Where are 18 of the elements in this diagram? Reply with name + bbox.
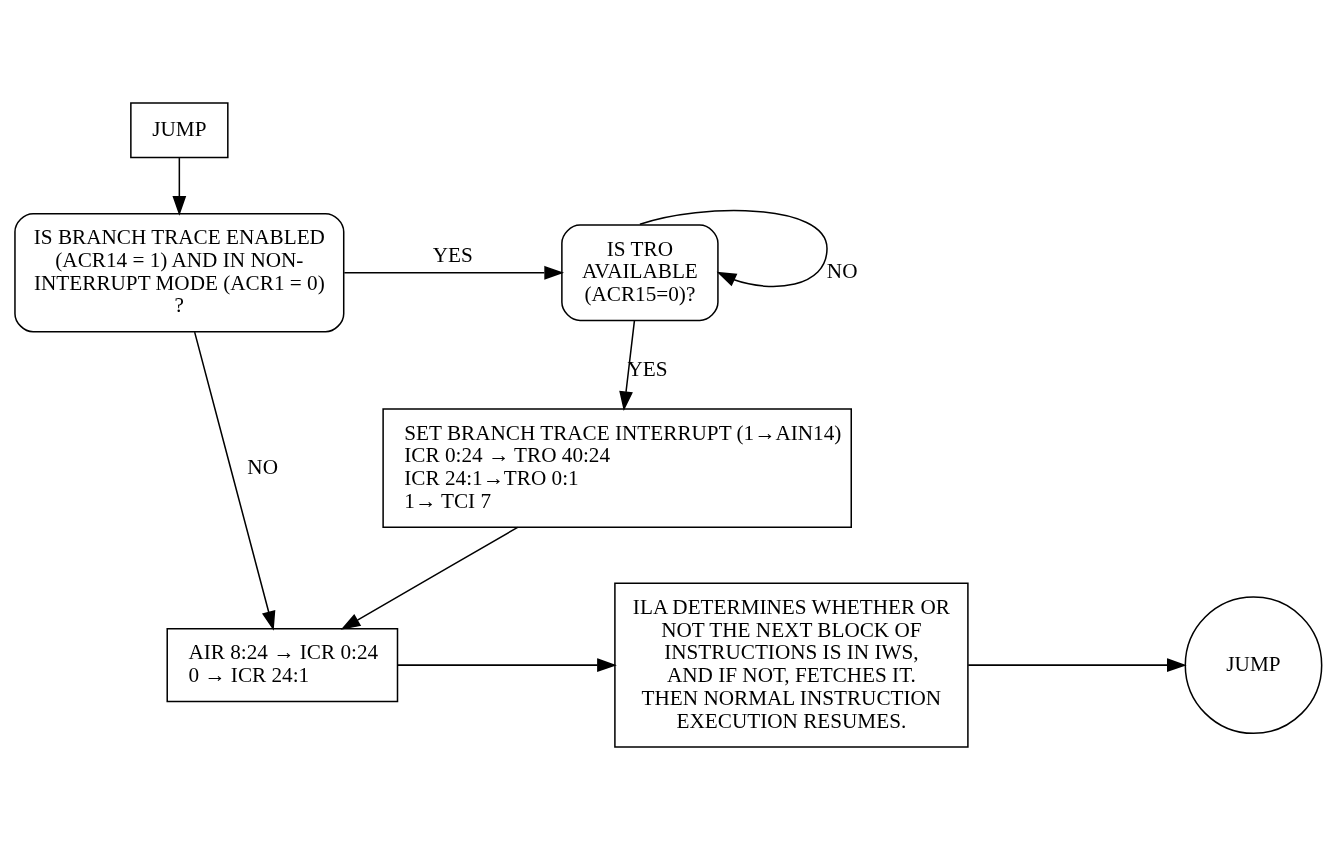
arrow (343, 265, 565, 280)
arrow (967, 657, 1187, 672)
node-circle: JUMP (1184, 595, 1323, 734)
arrow (619, 319, 636, 411)
node-box: IS BRANCH TRACE ENABLED (ACR14 = 1) AND IN NON-INTERRUPT MODE (ACR1 = 0) ? (14, 212, 345, 333)
node-box: AIR 8:24 → ICR 0:24 0 → ICR 24:1 (166, 627, 399, 702)
arrow (340, 526, 519, 630)
arrow (396, 657, 617, 672)
edge-label: YES (432, 242, 473, 267)
node-box: SET BRANCH TRACE INTERRUPT (1→AIN14) ICR 0:24 → TRO 40:24 ICR 24:1→TRO 0:1 1→ TCI 7 (382, 407, 852, 528)
arrow (639, 209, 828, 287)
arrow (172, 156, 187, 216)
edge-label: NO (826, 258, 858, 283)
node-box: JUMP (130, 101, 229, 158)
edge-label: NO (247, 454, 278, 479)
node-box: ILA DETERMINES WHETHER OR NOT THE NEXT BLOCK OF INSTRUCTIONS IS IN IWS, AND IF NOT, FETCHES IT. THEN NORMAL INSTRUCTION EXECUTION RESUMES. (614, 582, 969, 748)
arrow (193, 330, 276, 631)
node-box: IS TRO AVAILABLE (ACR15=0)? (561, 223, 719, 321)
